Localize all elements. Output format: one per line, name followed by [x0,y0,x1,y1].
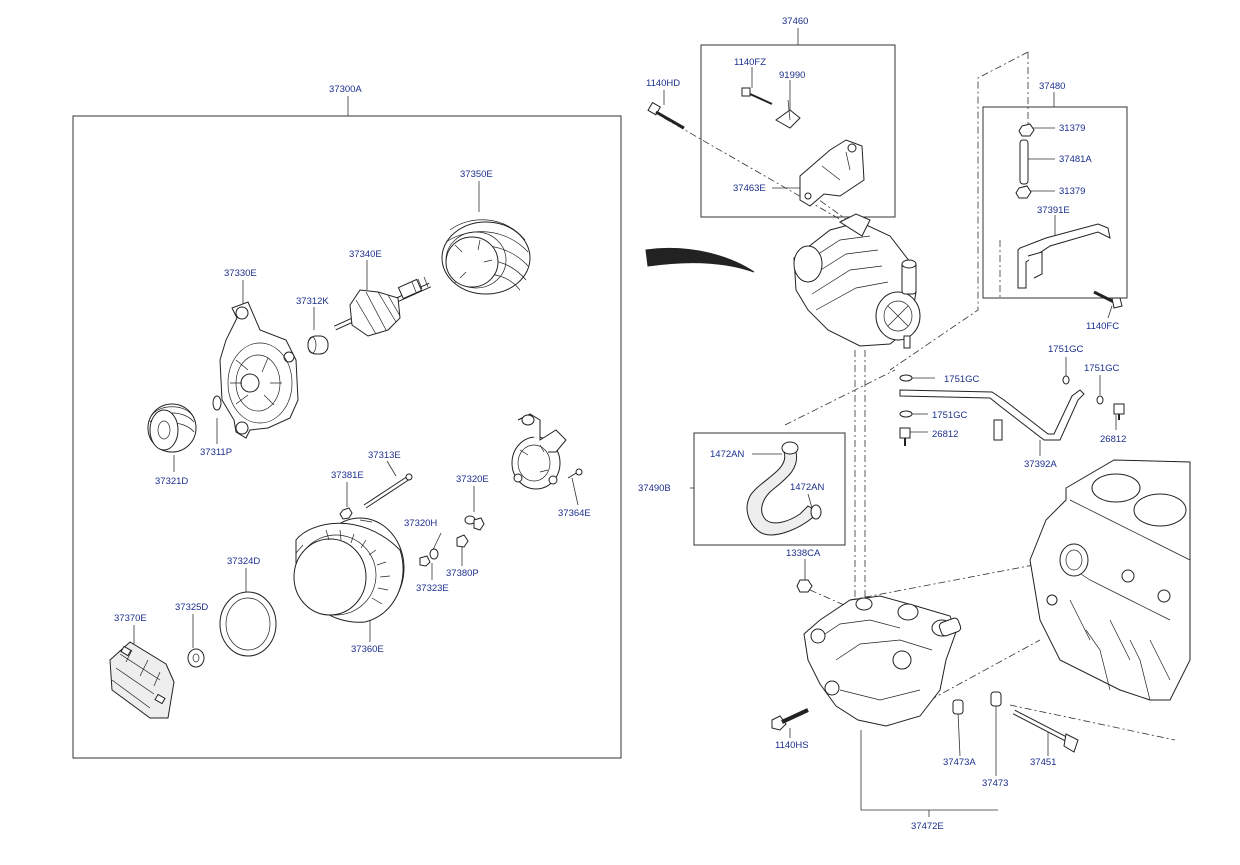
label-37364e[interactable]: 37364E [558,508,591,519]
insulator-disc[interactable] [219,591,277,657]
label-1338ca[interactable]: 1338CA [786,548,821,559]
engine-block [1029,459,1191,701]
label-37312k[interactable]: 37312K [296,296,329,307]
alignment-lines [663,51,1176,741]
label-37330e[interactable]: 37330E [224,268,257,279]
oil-pipe-37391e[interactable] [1017,223,1111,289]
label-37324d[interactable]: 37324D [227,556,260,567]
label-37323e[interactable]: 37323E [416,583,449,594]
adapter-screw[interactable] [567,468,583,479]
label-26812-b[interactable]: 26812 [1100,434,1126,445]
label-37391e[interactable]: 37391E [1037,205,1070,216]
pipe-37481a[interactable] [1019,139,1029,185]
label-1140fc[interactable]: 1140FC [1086,321,1119,332]
label-1472an-a[interactable]: 1472AN [710,449,744,460]
label-37320h[interactable]: 37320H [404,518,437,529]
bolt-37451[interactable] [1012,709,1079,753]
label-37472e[interactable]: 37472E [911,821,944,832]
bolt-1140hs[interactable] [771,708,809,731]
bushing-37473[interactable] [990,691,1002,707]
label-37380p[interactable]: 37380P [446,568,479,579]
label-37350e[interactable]: 37350E [460,169,493,180]
bolt-1140fc[interactable] [1093,290,1123,309]
label-37320e[interactable]: 37320E [456,474,489,485]
label-37325d[interactable]: 37325D [175,602,208,613]
vacuum-hose[interactable] [746,441,822,536]
clip-91990[interactable] [775,99,801,129]
leader-lines [133,28,1117,817]
label-37460[interactable]: 37460 [782,16,808,27]
label-37381e[interactable]: 37381E [331,470,364,481]
label-37392a[interactable]: 37392A [1024,459,1057,470]
washer-1751gc-c[interactable] [1062,375,1070,385]
label-1751gc-a[interactable]: 1751GC [944,374,980,385]
label-37473[interactable]: 37473 [982,778,1008,789]
rear-housing[interactable] [293,517,405,623]
label-31379-a[interactable]: 31379 [1059,123,1085,134]
label-1140hd[interactable]: 1140HD [646,78,680,89]
label-1751gc-b[interactable]: 1751GC [932,410,968,421]
washer-1751gc-d[interactable] [1096,395,1104,405]
eye-bolt-26812-a[interactable] [899,427,911,446]
label-91990[interactable]: 91990 [779,70,805,81]
label-1472an-b[interactable]: 1472AN [790,482,824,493]
drive-pulley[interactable] [147,403,197,453]
pipe-nut-31379-top[interactable] [1018,123,1035,137]
pulley-washer[interactable] [212,395,222,411]
label-1751gc-c[interactable]: 1751GC [1048,344,1084,355]
label-1140fz[interactable]: 1140FZ [734,57,766,68]
vacuum-adapter[interactable] [511,413,567,490]
vacuum-pipe-37392a[interactable] [899,389,1085,441]
label-37480[interactable]: 37480 [1039,81,1065,92]
label-37321d[interactable]: 37321D [155,476,188,487]
nut-1338ca[interactable] [796,579,813,593]
bracket-nut[interactable] [339,507,353,520]
label-1751gc-d[interactable]: 1751GC [1084,363,1120,374]
washer-1751gc-a[interactable] [899,374,913,382]
label-37313e[interactable]: 37313E [368,450,401,461]
vacuum-pump-body[interactable] [803,595,962,727]
label-37311p[interactable]: 37311P [200,447,232,458]
alternator-assembly[interactable] [793,213,921,349]
eye-bolt-26812-b[interactable] [1113,403,1125,420]
label-1140hs[interactable]: 1140HS [775,740,809,751]
alternator-group-frame [72,115,622,759]
bolt-1140hd[interactable] [647,101,685,130]
terminal-nuts[interactable] [419,515,485,567]
through-bolt[interactable] [363,473,413,509]
washer-1751gc-b[interactable] [899,410,913,418]
label-37360e[interactable]: 37360E [351,644,384,655]
assembly-arrow [645,247,755,273]
label-37300a[interactable]: 37300A [329,84,362,95]
label-37463e[interactable]: 37463E [733,183,766,194]
front-bracket[interactable] [219,301,299,439]
stator-housing[interactable] [441,219,531,295]
voltage-regulator[interactable] [109,641,175,719]
label-26812-a[interactable]: 26812 [932,429,958,440]
part-labels: 37300A 37460 1140HD 1140FZ 91990 37463E … [114,16,1126,832]
label-31379-b[interactable]: 31379 [1059,186,1085,197]
label-37340e[interactable]: 37340E [349,249,382,260]
rotor-shaft[interactable] [333,276,432,337]
rotor-bearing[interactable] [307,335,329,355]
label-37370e[interactable]: 37370E [114,613,147,624]
bushing-37473a[interactable] [952,699,964,715]
hose-group-frame [693,432,846,546]
pipe-group-frame [982,106,1128,299]
bolt-1140fz[interactable] [741,87,773,105]
alternator-bracket[interactable] [799,139,865,207]
pipe-nut-31379-bottom[interactable] [1015,185,1032,199]
regulator-washer[interactable] [187,648,205,668]
label-37490b[interactable]: 37490B [638,483,671,494]
label-37473a[interactable]: 37473A [943,757,976,768]
label-37451[interactable]: 37451 [1030,757,1056,768]
label-37481a[interactable]: 37481A [1059,154,1092,165]
